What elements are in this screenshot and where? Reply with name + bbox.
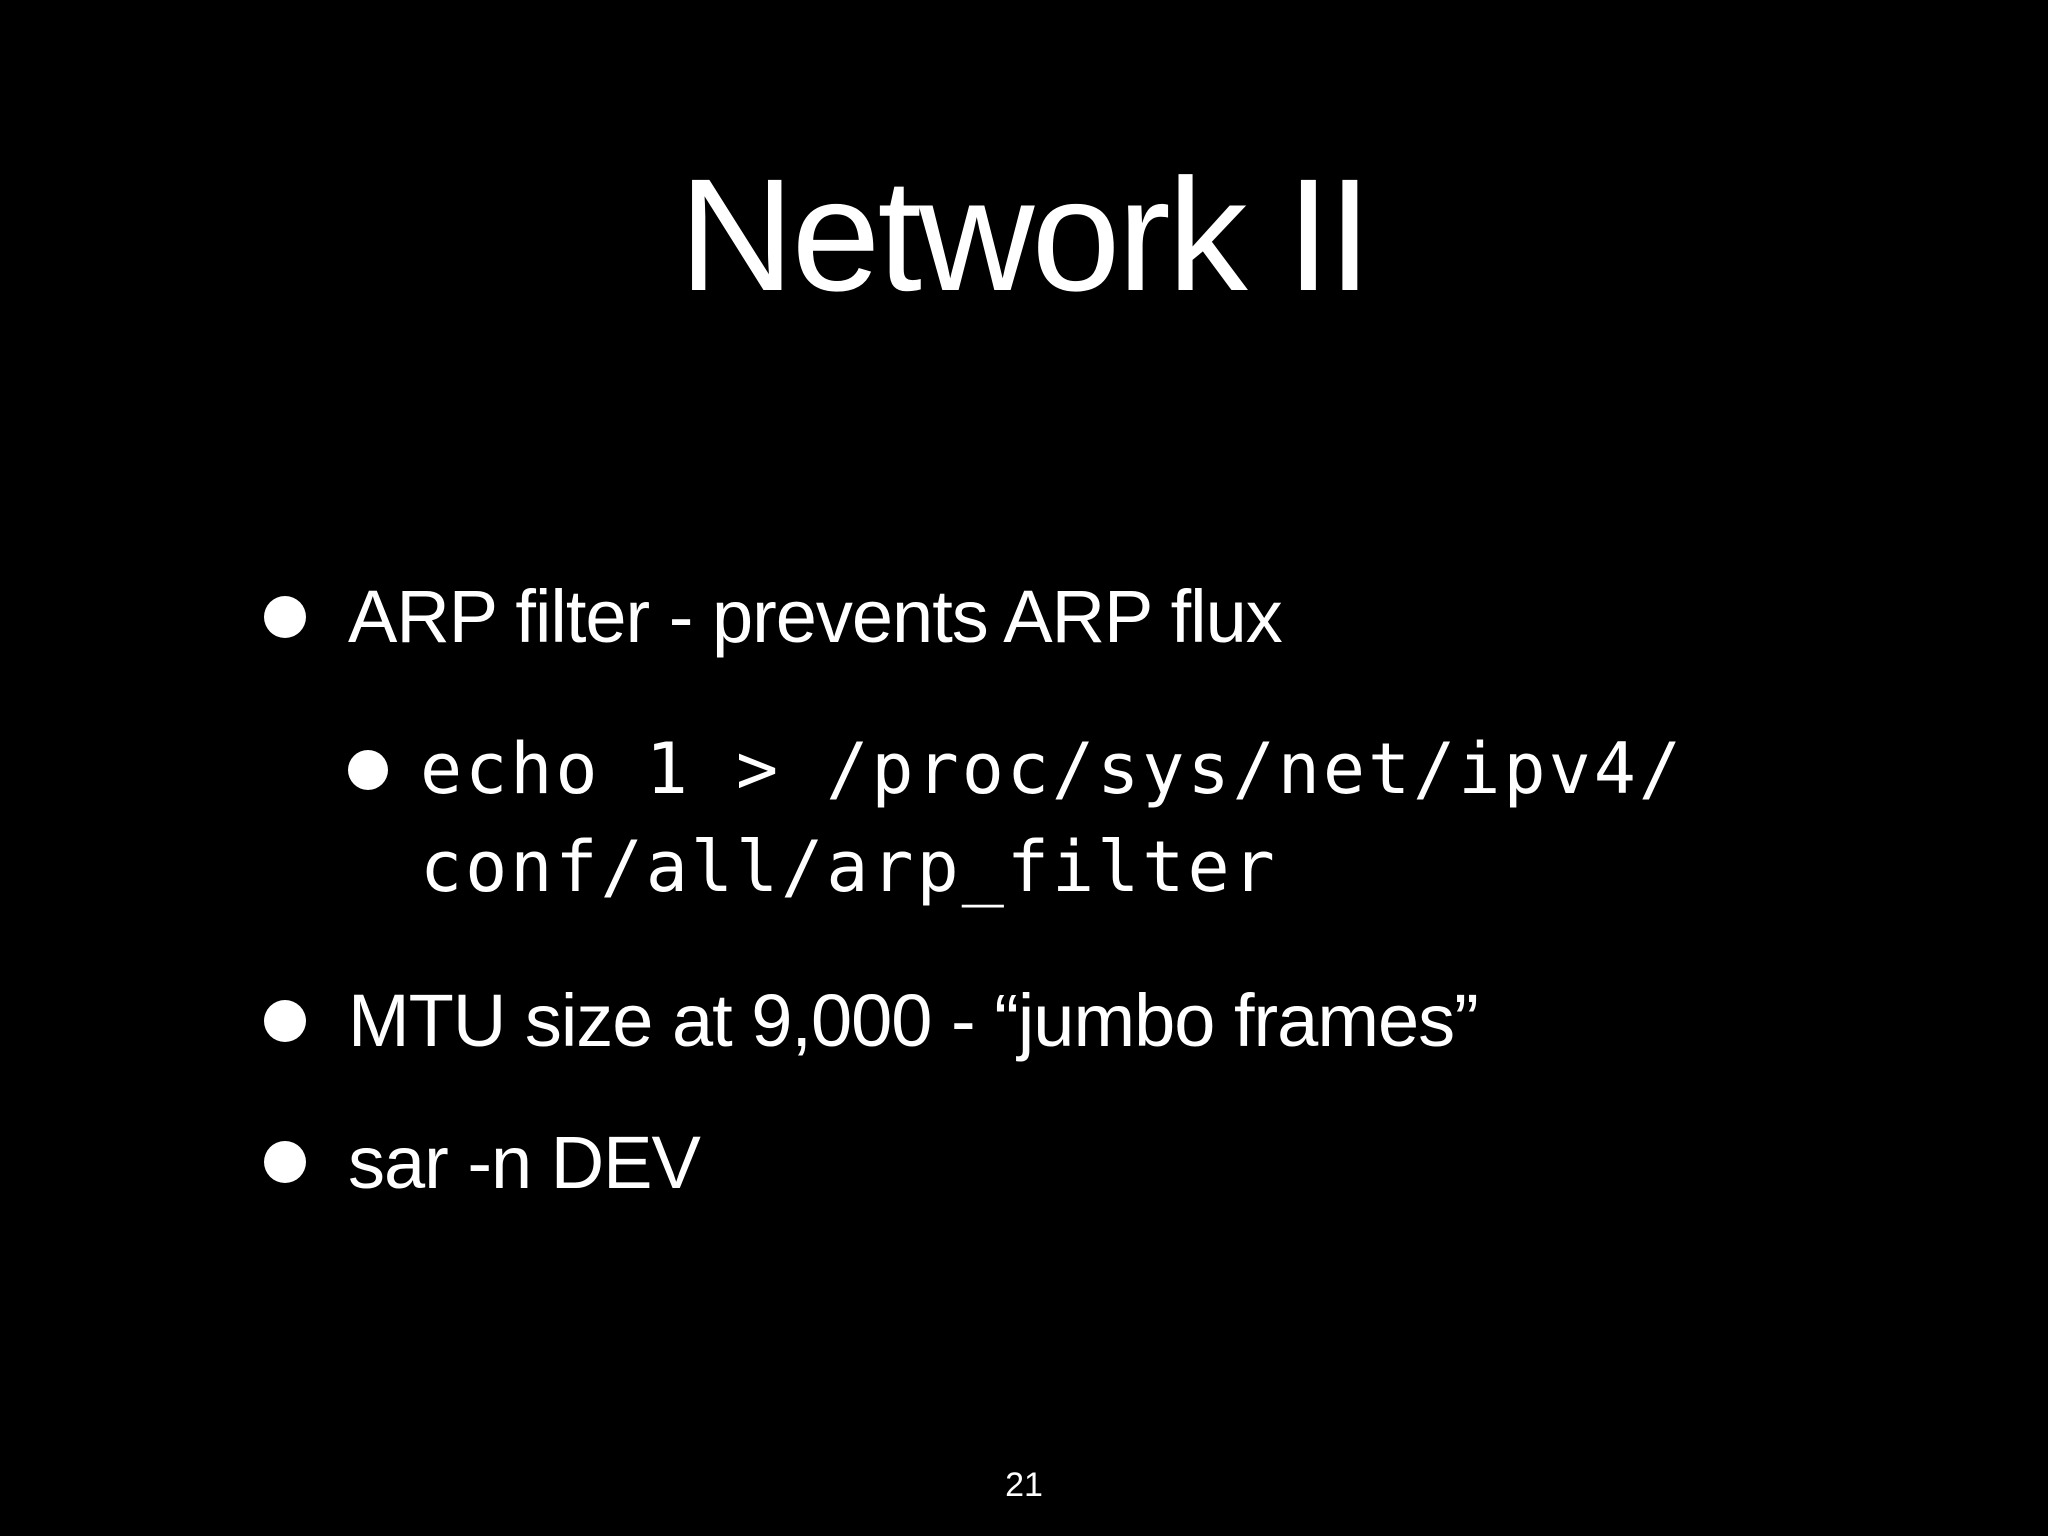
code-line-2: conf/all/arp_filter bbox=[420, 826, 1278, 908]
bullet-dot-icon bbox=[264, 1141, 306, 1183]
bullet-dot-icon bbox=[264, 1000, 306, 1042]
bullet-text: MTU size at 9,000 - “jumbo frames” bbox=[348, 979, 1479, 1062]
bullet-text: ARP filter - prevents ARP flux bbox=[348, 575, 1283, 658]
page-number: 21 bbox=[1005, 1466, 1043, 1504]
bullet-text: sar -n DEV bbox=[348, 1121, 701, 1204]
sub-bullet-dot-icon bbox=[348, 750, 388, 790]
slide-title: Network II bbox=[678, 145, 1372, 324]
code-line-1: echo 1 > /proc/sys/net/ipv4/ bbox=[420, 728, 1685, 810]
bullet-dot-icon bbox=[264, 596, 306, 638]
